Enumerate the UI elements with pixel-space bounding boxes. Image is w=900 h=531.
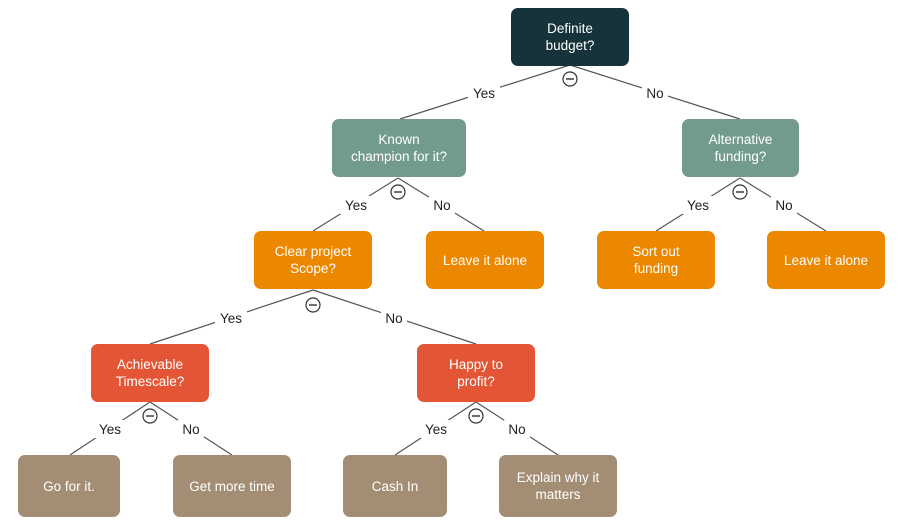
minus-circle-icon[interactable]: [390, 184, 406, 200]
node-definite-budget[interactable]: Definite budget?: [511, 8, 629, 66]
node-leave-alone-1[interactable]: Leave it alone: [426, 231, 544, 289]
label-scope-no: No: [385, 311, 402, 326]
node-alternative-funding[interactable]: Alternative funding?: [682, 119, 799, 177]
minus-circle-icon[interactable]: [562, 71, 578, 87]
minus-circle-icon[interactable]: [732, 184, 748, 200]
label-funding-yes: Yes: [687, 198, 709, 213]
label-profit-no: No: [508, 422, 525, 437]
label-timescale-yes: Yes: [99, 422, 121, 437]
label-timescale-no: No: [182, 422, 199, 437]
node-sort-out-funding[interactable]: Sort out funding: [597, 231, 715, 289]
label-profit-yes: Yes: [425, 422, 447, 437]
collapse-toggle-timescale[interactable]: [142, 408, 158, 424]
node-leave-alone-2[interactable]: Leave it alone: [767, 231, 885, 289]
node-cash-in[interactable]: Cash In: [343, 455, 447, 517]
label-champion-yes: Yes: [345, 198, 367, 213]
label-budget-yes: Yes: [473, 86, 495, 101]
minus-circle-icon[interactable]: [305, 297, 321, 313]
collapse-toggle-champion[interactable]: [390, 184, 406, 200]
node-clear-scope[interactable]: Clear project Scope?: [254, 231, 372, 289]
minus-circle-icon[interactable]: [468, 408, 484, 424]
label-funding-no: No: [775, 198, 792, 213]
minus-circle-icon[interactable]: [142, 408, 158, 424]
node-known-champion[interactable]: Known champion for it?: [332, 119, 466, 177]
node-achievable-timescale[interactable]: Achievable Timescale?: [91, 344, 209, 402]
label-budget-no: No: [646, 86, 663, 101]
collapse-toggle-budget[interactable]: [562, 71, 578, 87]
node-explain-why[interactable]: Explain why it matters: [499, 455, 617, 517]
label-scope-yes: Yes: [220, 311, 242, 326]
node-get-more-time[interactable]: Get more time: [173, 455, 291, 517]
collapse-toggle-funding[interactable]: [732, 184, 748, 200]
node-go-for-it[interactable]: Go for it.: [18, 455, 120, 517]
collapse-toggle-scope[interactable]: [305, 297, 321, 313]
collapse-toggle-profit[interactable]: [468, 408, 484, 424]
node-happy-to-profit[interactable]: Happy to profit?: [417, 344, 535, 402]
label-champion-no: No: [433, 198, 450, 213]
